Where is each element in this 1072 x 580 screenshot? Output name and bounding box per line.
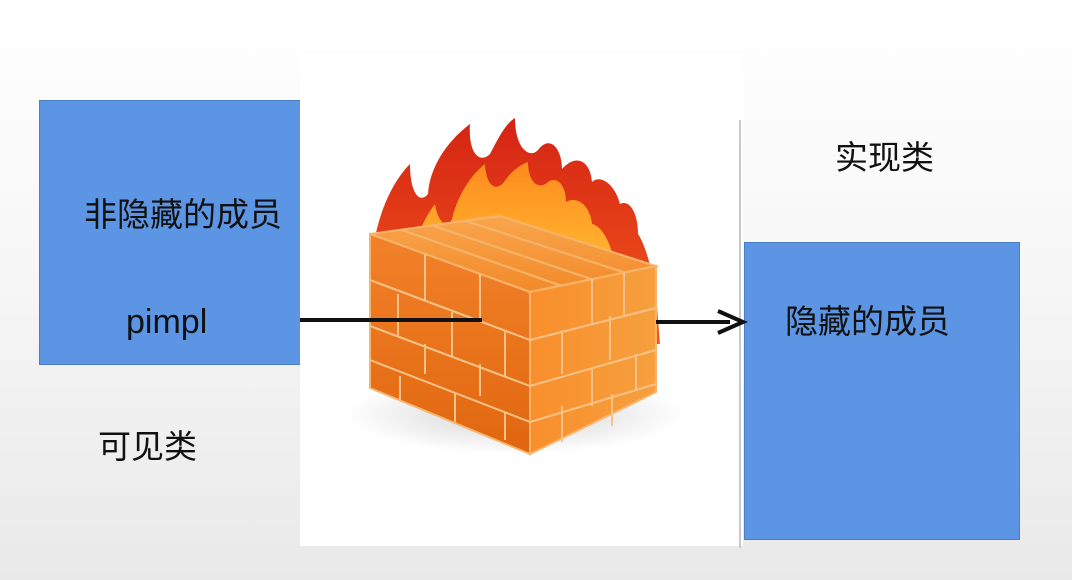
pimpl-label: pimpl	[126, 303, 208, 341]
non-hidden-members-label: 非隐藏的成员	[84, 195, 282, 234]
firewall-icon	[345, 118, 685, 456]
hidden-members-label: 隐藏的成员	[785, 302, 950, 341]
impl-class-caption: 实现类	[835, 138, 934, 177]
visible-class-caption: 可见类	[98, 427, 197, 466]
impl-class-box	[744, 242, 1020, 540]
visible-class-box	[39, 100, 302, 365]
